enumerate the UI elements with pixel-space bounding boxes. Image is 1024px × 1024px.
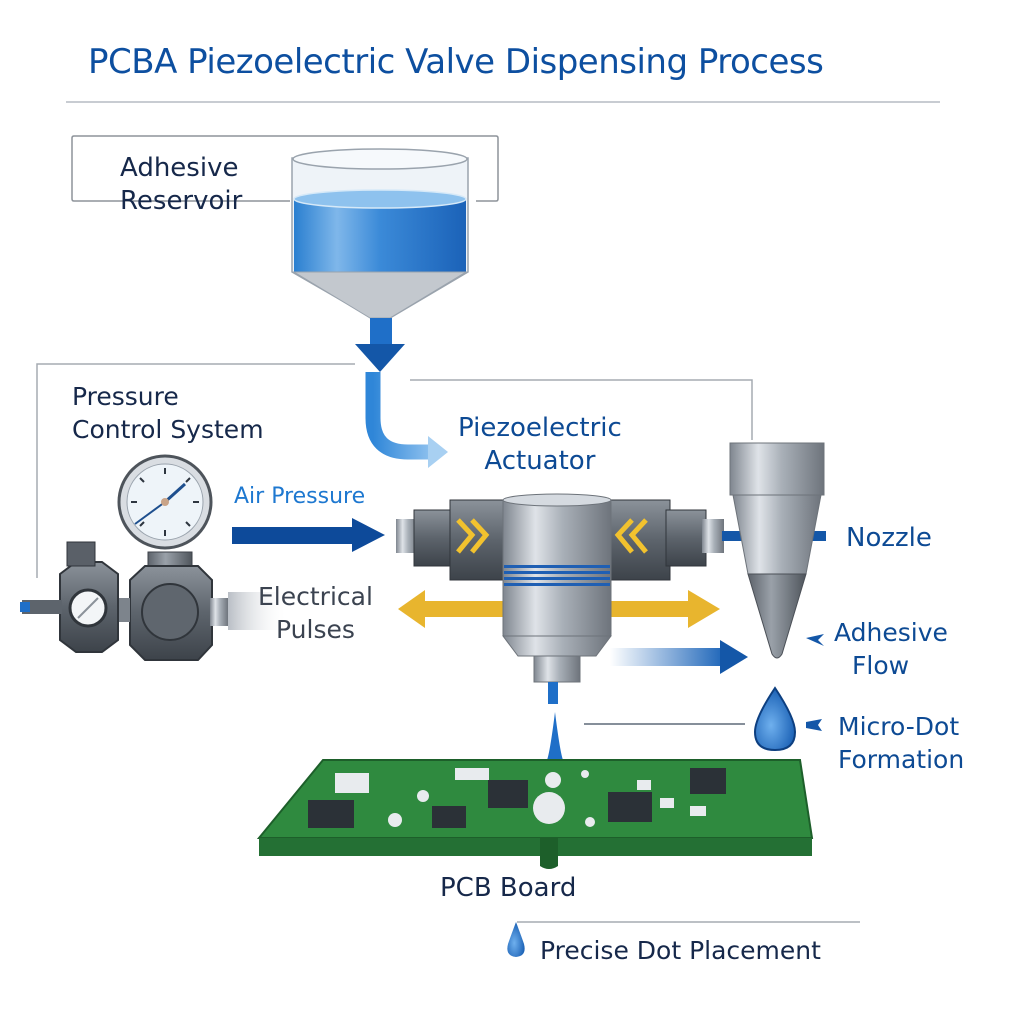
piezoelectric-actuator: [396, 493, 724, 704]
reservoir-label-box: [71, 135, 499, 202]
pcb-board: [256, 759, 814, 869]
nozzle-label: Nozzle: [846, 523, 932, 553]
pcb-board-label: PCB Board: [440, 873, 577, 903]
precise-dot-drop-icon: [507, 922, 525, 957]
adhesive-feed-arrow: [355, 344, 448, 468]
page-title: PCBA Piezoelectric Valve Dispensing Proc…: [88, 42, 824, 82]
actuator-label: Piezoelectric Actuator: [458, 413, 622, 476]
pressure-regulator-icon: [20, 541, 288, 661]
electrical-pulses-label: Electrical Pulses: [258, 582, 373, 644]
pressure-system-bracket: [36, 363, 355, 578]
air-pressure-label: Air Pressure: [234, 484, 366, 509]
micro-dot-label: Micro-Dot Formation: [838, 712, 965, 774]
adhesive-flow-arrow: [610, 634, 824, 674]
micro-dot-drop-icon: [584, 686, 822, 752]
nozzle: [729, 442, 825, 659]
title-divider: [66, 101, 940, 103]
air-pressure-arrow: [232, 518, 385, 552]
pressure-gauge-icon: [117, 454, 213, 585]
adhesive-reservoir: [291, 148, 469, 348]
actuator-nozzle-bracket: [410, 379, 753, 440]
precise-dot-label: Precise Dot Placement: [540, 936, 821, 965]
pressure-control-label: Pressure Control System: [72, 382, 264, 444]
adhesive-flow-label: Adhesive Flow: [834, 618, 948, 680]
reservoir-label: Adhesive Reservoir: [120, 153, 243, 216]
